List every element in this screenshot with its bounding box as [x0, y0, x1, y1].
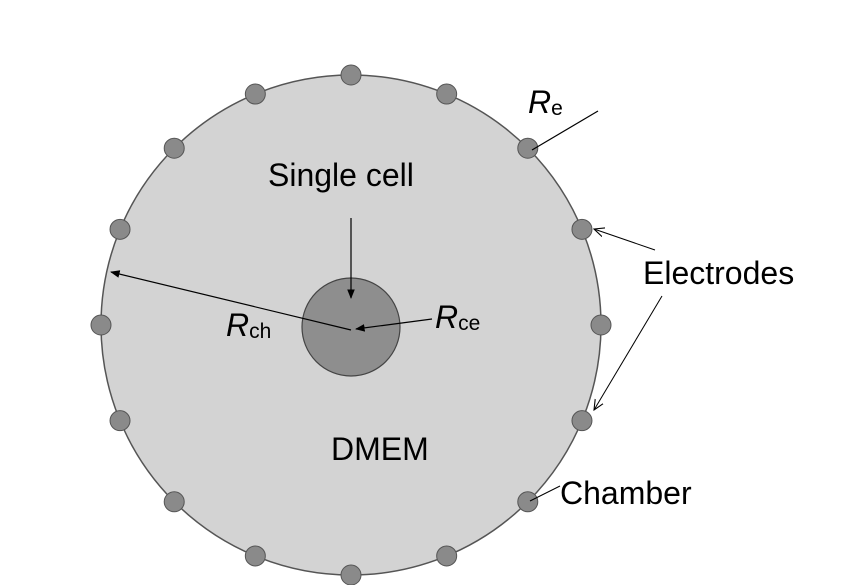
r-ch-radius-arrow	[110, 270, 352, 331]
electrode	[590, 314, 612, 336]
electrode	[109, 218, 131, 240]
r-e-leader-line	[531, 110, 599, 151]
r-ch-subscript: ch	[249, 320, 271, 343]
electrode	[90, 314, 112, 336]
electrode	[109, 410, 131, 432]
single-cell-label: Single cell	[268, 157, 414, 193]
electrode	[571, 218, 593, 240]
electrode	[517, 137, 539, 159]
chamber-leader-line	[529, 485, 561, 502]
electrode	[244, 545, 266, 567]
electrode	[163, 491, 185, 513]
r-ce-symbol: R	[435, 299, 458, 335]
r-ch-label: Rch	[226, 307, 271, 343]
r-ce-label: Rce	[435, 299, 480, 335]
r-e-subscript: e	[551, 97, 563, 120]
electrode	[340, 564, 362, 585]
dmem-label: DMEM	[331, 431, 429, 467]
electrode	[571, 410, 593, 432]
electrode-group	[90, 64, 612, 585]
electrodes-arrow-lower	[594, 295, 663, 410]
r-ce-subscript: ce	[458, 312, 480, 335]
r-e-label: Re	[528, 84, 563, 120]
electrode	[436, 83, 458, 105]
electrode	[340, 64, 362, 86]
chamber-label: Chamber	[560, 475, 692, 511]
r-ch-symbol: R	[226, 307, 249, 343]
r-ce-radius-arrow	[355, 318, 433, 332]
electrode	[517, 491, 539, 513]
r-e-symbol: R	[528, 84, 551, 120]
electrode	[436, 545, 458, 567]
electrodes-arrow-upper	[594, 229, 656, 251]
electrode	[244, 83, 266, 105]
electrode	[163, 137, 185, 159]
electrodes-label: Electrodes	[643, 255, 794, 291]
